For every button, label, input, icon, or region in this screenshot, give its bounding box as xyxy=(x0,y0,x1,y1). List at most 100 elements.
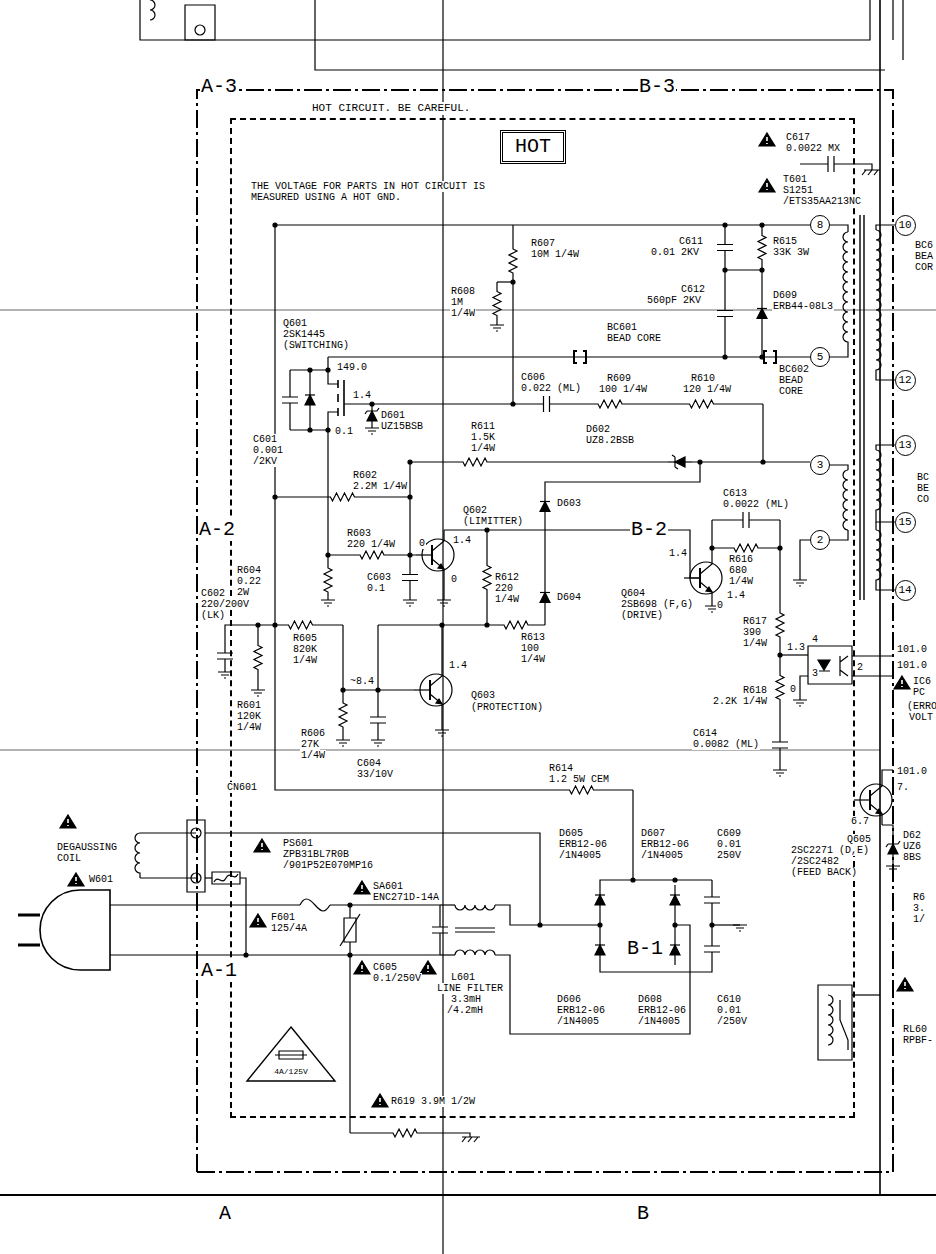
wire xyxy=(830,465,848,470)
pin-number: 12 xyxy=(895,370,916,391)
part-label: R618 xyxy=(742,685,768,696)
part-label: UZ6 xyxy=(902,841,922,852)
part-label: Q605 xyxy=(846,834,872,845)
part-label: 4 xyxy=(811,634,819,645)
junction-dot xyxy=(348,903,352,907)
part-label: R6 xyxy=(912,892,926,903)
coil-symbol xyxy=(828,995,833,1045)
fuse-glyph xyxy=(275,1051,307,1059)
ground-symbol xyxy=(886,866,900,872)
zener-symbol xyxy=(675,457,685,467)
safety-mark xyxy=(904,982,906,989)
resistor-symbol xyxy=(640,400,763,408)
part-label: DEGAUSSING xyxy=(56,842,118,853)
part-label: ~8.4 xyxy=(349,676,375,687)
part-label: 3. xyxy=(912,903,926,914)
junction-dot xyxy=(273,223,277,227)
wire xyxy=(800,540,810,580)
part-label: L601 xyxy=(450,972,476,983)
wire xyxy=(852,655,893,656)
pin-number: 15 xyxy=(895,512,916,533)
part-label: 250V xyxy=(716,850,742,861)
resistor-symbol xyxy=(776,600,784,650)
part-label: (ERRO xyxy=(906,701,936,712)
part-label: /901P52E070MP16 xyxy=(282,860,374,871)
part-label: R601 xyxy=(236,700,262,711)
wire xyxy=(876,445,895,450)
coil-symbol xyxy=(135,833,140,878)
part-label: BC602 xyxy=(778,364,810,375)
part-label: 1.5K xyxy=(470,432,496,443)
part-label: Q601 xyxy=(282,318,308,329)
diode-symbol xyxy=(670,944,680,945)
wire xyxy=(830,350,848,357)
part-label: 2SK1445 xyxy=(282,329,326,340)
part-label: 1.3 xyxy=(786,642,806,653)
part-label: 1.4 xyxy=(352,390,372,401)
capacitor-symbol xyxy=(712,512,780,528)
transistor-symbol xyxy=(432,530,444,551)
wire xyxy=(692,461,810,462)
part-label: 101.0 xyxy=(896,660,928,671)
capacitor-symbol xyxy=(432,905,448,955)
zener-symbol xyxy=(886,841,900,847)
part-label: (LIMITTER) xyxy=(462,516,524,527)
part-label: 33/10V xyxy=(356,769,394,780)
wire xyxy=(800,676,808,700)
optocoupler-symbol xyxy=(808,646,852,684)
safety-mark xyxy=(354,881,370,894)
transistor-symbol xyxy=(870,775,882,796)
part-label: 0 xyxy=(418,538,426,549)
wire xyxy=(378,624,487,625)
wire xyxy=(876,375,895,380)
part-label: ZPB31BL7R0B xyxy=(282,849,350,860)
part-label: R611 xyxy=(470,421,496,432)
part-label: Q604 xyxy=(620,588,646,599)
part-label: C610 xyxy=(716,994,742,1005)
grid-line xyxy=(879,0,881,1195)
ground-symbol xyxy=(862,164,880,175)
part-label: S1251 xyxy=(782,185,814,196)
wire xyxy=(414,689,430,690)
part-label: R615 xyxy=(772,236,798,247)
part-label: 1/4W xyxy=(742,638,768,649)
transistor-symbol xyxy=(700,582,712,603)
part-label: BE xyxy=(916,483,930,494)
part-label: 0.1 xyxy=(334,426,354,437)
diode-symbol xyxy=(595,944,605,945)
part-label: 1.4 xyxy=(668,548,688,559)
wire xyxy=(440,904,455,905)
transistor-symbol xyxy=(870,804,882,825)
safety-mark xyxy=(254,839,270,852)
part-label: ENC271D-14A xyxy=(372,892,440,903)
part-label: R614 xyxy=(548,763,574,774)
pin-number: 10 xyxy=(895,215,916,236)
safety-mark xyxy=(354,961,370,974)
node-text: 5 xyxy=(817,351,824,363)
grid-reference: B xyxy=(636,1203,650,1225)
part-label: 220/200V xyxy=(200,599,250,610)
part-label: C601 xyxy=(252,434,278,445)
part-label: D605 xyxy=(558,828,584,839)
part-label: /4.2mH xyxy=(446,1005,484,1016)
part-label: 220 1/4W xyxy=(346,539,396,550)
part-label: 560pF 2KV xyxy=(646,295,702,306)
wire xyxy=(875,522,876,530)
capacitor-symbol xyxy=(704,930,720,968)
part-label: 1.4 xyxy=(452,535,472,546)
resistor-symbol xyxy=(258,621,343,629)
part-label: 7. xyxy=(896,782,910,793)
part-label: 0 xyxy=(716,600,724,611)
part-label: 2.2M 1/4W xyxy=(352,481,408,492)
part-label: 820K xyxy=(292,644,318,655)
resistor-symbol xyxy=(580,400,640,408)
coil-symbol xyxy=(455,905,495,910)
part-label: 1.4 xyxy=(726,590,746,601)
part-label: 10M 1/4W xyxy=(530,249,580,260)
node-text: HOT xyxy=(515,135,551,159)
transistor-arrow xyxy=(438,564,444,569)
part-label: 2SB698 (F,G) xyxy=(620,599,694,610)
grid-reference: A-3 xyxy=(200,76,238,98)
